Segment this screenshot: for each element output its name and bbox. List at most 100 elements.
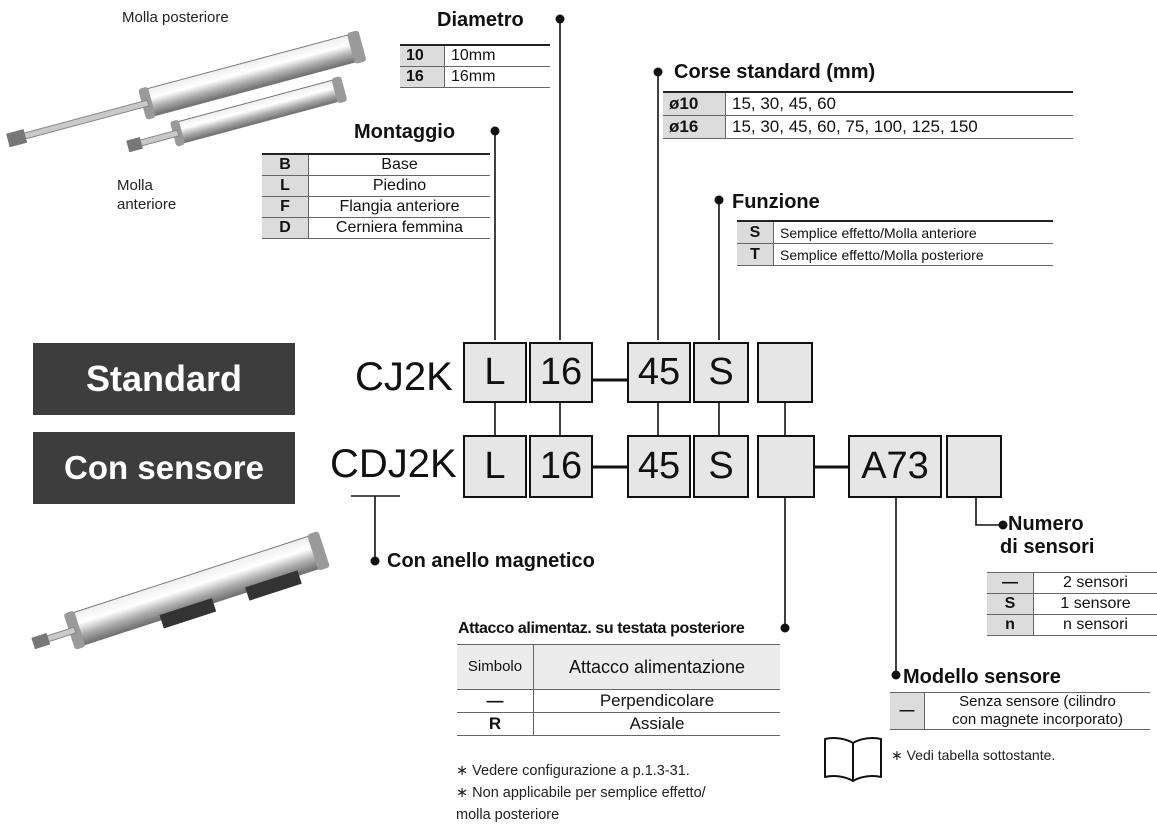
attacco-header-code: Simbolo (457, 645, 534, 690)
table-row: 16 16mm (400, 67, 550, 88)
numero-title: Numero di sensori (1008, 513, 1094, 559)
numero-code: S (987, 594, 1034, 615)
attacco-code: — (457, 690, 534, 713)
attacco-header-desc: Attacco alimentazione (534, 645, 781, 690)
table-row: R Assiale (457, 713, 780, 736)
numero-code: — (987, 573, 1034, 594)
modello-table: — Senza sensore (cilindro con magnete in… (890, 692, 1150, 730)
code-box-port (757, 435, 815, 498)
numero-table: — 2 sensori S 1 sensore n n sensori (987, 572, 1157, 636)
modello-value-line1: Senza sensore (cilindro (931, 693, 1144, 711)
code-box-diameter: 16 (529, 435, 593, 498)
label-sensor: Con sensore (33, 432, 295, 504)
funzione-title: Funzione (732, 191, 820, 214)
diametro-title: Diametro (437, 9, 524, 32)
code-box-switch: A73 (848, 435, 942, 498)
montaggio-table: B Base L Piedino F Flangia anteriore D C… (262, 153, 490, 239)
numero-code: n (987, 615, 1034, 636)
corse-value: 15, 30, 45, 60 (726, 92, 1074, 116)
attacco-notes: ∗ Vedere configurazione a p.1.3-31. ∗ No… (456, 760, 706, 826)
table-row: B Base (262, 154, 490, 176)
montaggio-code: F (262, 197, 309, 218)
code-box-mount: L (463, 342, 527, 403)
numero-title-line2: di sensori (1000, 536, 1094, 559)
table-row: L Piedino (262, 176, 490, 197)
montaggio-value: Base (309, 154, 491, 176)
modello-title: Modello sensore (903, 666, 1061, 689)
corse-code: ø16 (663, 116, 726, 139)
table-row: S 1 sensore (987, 594, 1157, 615)
table-row: — Senza sensore (cilindro con magnete in… (890, 693, 1150, 730)
table-row: T Semplice effetto/Molla posteriore (737, 244, 1053, 266)
diametro-table: 10 10mm 16 16mm (400, 44, 550, 88)
diametro-value: 10mm (445, 45, 551, 67)
attacco-value: Assiale (534, 713, 781, 736)
attacco-title: Attacco alimentaz. su testata posteriore (458, 620, 744, 638)
corse-table: ø10 15, 30, 45, 60 ø16 15, 30, 45, 60, 7… (663, 91, 1073, 139)
montaggio-value: Cerniera femmina (309, 218, 491, 239)
montaggio-title: Montaggio (354, 121, 455, 144)
book-icon (821, 735, 885, 783)
caption-front-spring: Molla anteriore (117, 176, 176, 214)
magnet-note: Con anello magnetico (387, 550, 595, 573)
funzione-code: T (737, 244, 774, 266)
attacco-value: Perpendicolare (534, 690, 781, 713)
code-box-mount: L (463, 435, 527, 498)
table-row: F Flangia anteriore (262, 197, 490, 218)
attacco-note: ∗ Non applicabile per semplice effetto/ (456, 782, 706, 804)
numero-value: n sensori (1034, 615, 1157, 636)
code-box-stroke: 45 (627, 435, 691, 498)
modello-note: ∗ Vedi tabella sottostante. (891, 744, 1055, 766)
table-row: ø10 15, 30, 45, 60 (663, 92, 1073, 116)
table-row: — 2 sensori (987, 573, 1157, 594)
table-header-row: Simbolo Attacco alimentazione (457, 645, 780, 690)
model-sensor-suffix: J2K (388, 442, 457, 486)
modello-code: — (890, 693, 925, 730)
code-box-function: S (693, 342, 749, 403)
diametro-code: 10 (400, 45, 445, 67)
funzione-table: S Semplice effetto/Molla anteriore T Sem… (737, 220, 1053, 266)
diametro-code: 16 (400, 67, 445, 88)
attacco-note: molla posteriore (456, 804, 706, 826)
code-box-stroke: 45 (627, 342, 691, 403)
table-row: — Perpendicolare (457, 690, 780, 713)
corse-title: Corse standard (mm) (674, 61, 875, 84)
code-box-port (757, 342, 813, 403)
code-box-count (946, 435, 1002, 498)
modello-value: Senza sensore (cilindro con magnete inco… (925, 693, 1151, 730)
table-row: 10 10mm (400, 45, 550, 67)
montaggio-code: D (262, 218, 309, 239)
funzione-value: Semplice effetto/Molla anteriore (774, 221, 1054, 244)
funzione-code: S (737, 221, 774, 244)
numero-title-line1: Numero (1008, 513, 1094, 536)
attacco-note: ∗ Vedere configurazione a p.1.3-31. (456, 760, 706, 782)
model-sensor: CDJ2K (330, 442, 457, 487)
modello-value-line2: con magnete incorporato) (931, 711, 1144, 729)
corse-code: ø10 (663, 92, 726, 116)
montaggio-value: Piedino (309, 176, 491, 197)
diametro-value: 16mm (445, 67, 551, 88)
numero-value: 2 sensori (1034, 573, 1157, 594)
table-row: D Cerniera femmina (262, 218, 490, 239)
funzione-value: Semplice effetto/Molla posteriore (774, 244, 1054, 266)
code-box-function: S (693, 435, 749, 498)
model-sensor-prefix: C (330, 442, 359, 486)
corse-value: 15, 30, 45, 60, 75, 100, 125, 150 (726, 116, 1074, 139)
table-row: n n sensori (987, 615, 1157, 636)
montaggio-value: Flangia anteriore (309, 197, 491, 218)
caption-rear-spring: Molla posteriore (122, 8, 229, 27)
label-standard: Standard (33, 343, 295, 415)
montaggio-code: L (262, 176, 309, 197)
model-sensor-d: D (359, 442, 388, 486)
caption-front-spring-line1: Molla (117, 176, 176, 195)
cylinder-photo-rear (4, 30, 367, 159)
model-standard: CJ2K (355, 355, 453, 400)
code-box-diameter: 16 (529, 342, 593, 403)
caption-front-spring-line2: anteriore (117, 195, 176, 214)
attacco-table: Simbolo Attacco alimentazione — Perpendi… (457, 644, 780, 736)
numero-value: 1 sensore (1034, 594, 1157, 615)
attacco-code: R (457, 713, 534, 736)
table-row: S Semplice effetto/Molla anteriore (737, 221, 1053, 244)
montaggio-code: B (262, 154, 309, 176)
table-row: ø16 15, 30, 45, 60, 75, 100, 125, 150 (663, 116, 1073, 139)
